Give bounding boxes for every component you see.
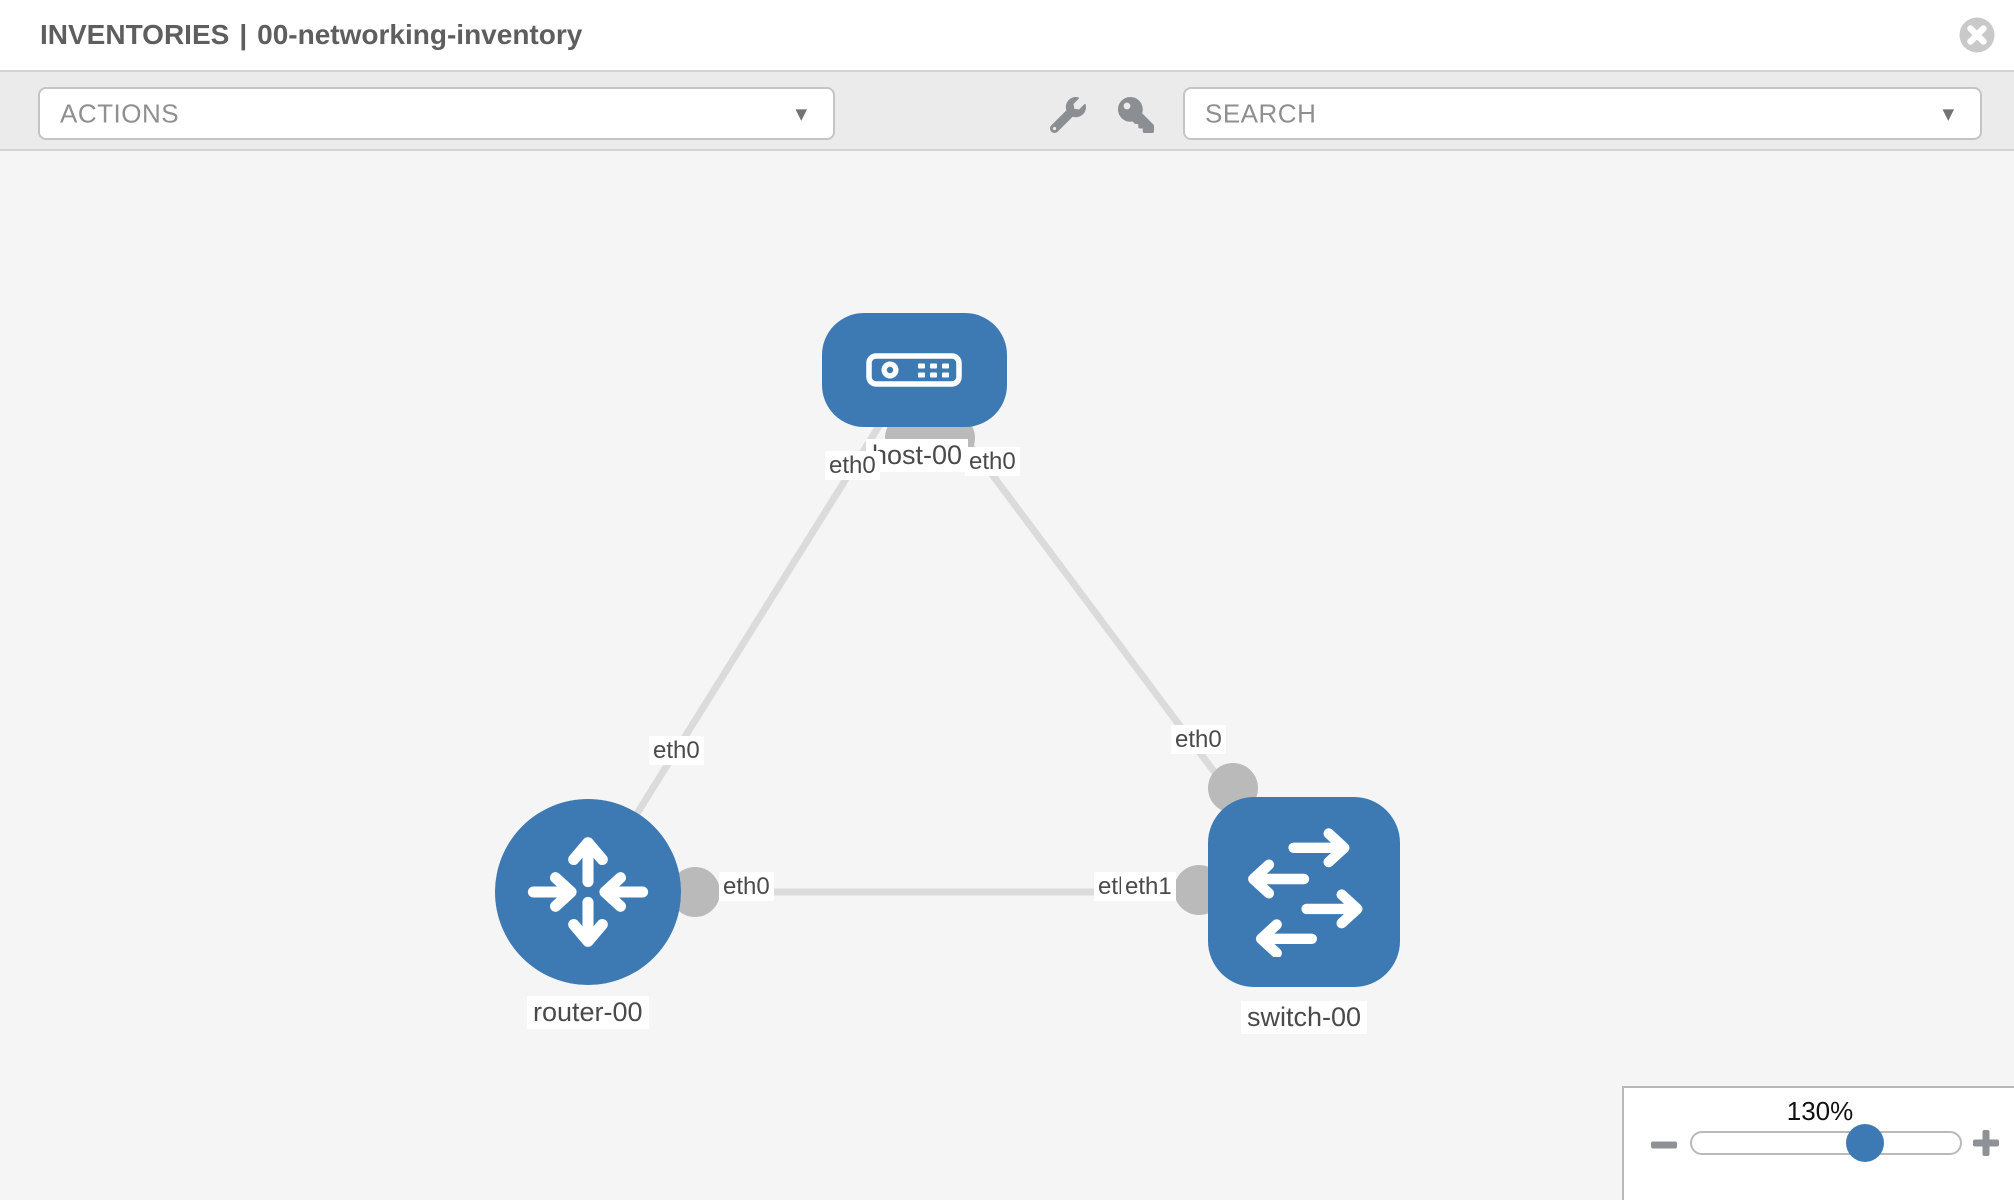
title-separator: |	[239, 19, 248, 50]
zoom-slider-track[interactable]	[1690, 1131, 1962, 1155]
page-title: INVENTORIES | 00-networking-inventory	[40, 19, 582, 51]
key-icon	[1118, 97, 1154, 133]
title-bar: INVENTORIES | 00-networking-inventory	[0, 0, 2014, 72]
interface-label-router-eth0-to-host: eth0	[649, 736, 704, 765]
close-button[interactable]	[1958, 16, 1996, 54]
topology-edges-svg	[585, 367, 1307, 917]
topology-canvas[interactable]: host-00 router-00 switch-00 eth0 eth0 et…	[0, 151, 2014, 1200]
interface-label-host-eth0-to-router: eth0	[825, 451, 880, 480]
switch-icon	[1248, 828, 1363, 957]
router-icon	[527, 837, 649, 947]
node-router-00[interactable]	[495, 799, 681, 985]
search-dropdown-label: SEARCH	[1205, 98, 1317, 128]
chevron-down-icon: ▼	[1942, 104, 1954, 123]
zoom-out-button[interactable]	[1650, 1138, 1678, 1149]
zoom-panel: 130%	[1622, 1086, 2014, 1200]
node-label-router-00: router-00	[527, 996, 649, 1029]
wrench-icon	[1049, 97, 1086, 134]
zoom-in-button[interactable]	[1972, 1129, 2000, 1157]
close-icon	[1959, 17, 1995, 53]
host-icon	[866, 353, 962, 387]
node-label-host-00: host-00	[866, 439, 969, 472]
node-host-00[interactable]	[822, 313, 1007, 427]
zoom-value: 130%	[1786, 1096, 1854, 1126]
search-dropdown[interactable]: SEARCH ▼	[1183, 87, 1982, 140]
actions-dropdown-label: ACTIONS	[60, 98, 180, 128]
node-label-switch-00: switch-00	[1241, 1001, 1368, 1034]
tools-button[interactable]	[1049, 97, 1087, 135]
plus-icon	[1973, 1130, 1999, 1156]
interface-label-switch-eth1-to-router: eth1	[1121, 872, 1176, 901]
interface-label-switch-eth0-to-host: eth0	[1171, 725, 1226, 754]
zoom-slider-thumb[interactable]	[1846, 1124, 1884, 1162]
chevron-down-icon: ▼	[795, 104, 807, 123]
breadcrumb-inventories[interactable]: INVENTORIES	[40, 19, 230, 50]
credentials-button[interactable]	[1117, 97, 1155, 135]
inventory-name: 00-networking-inventory	[257, 19, 583, 50]
toolbar: ACTIONS ▼ SEARCH ▼	[0, 72, 2014, 151]
interface-label-router-eth0-to-switch: eth0	[719, 872, 774, 901]
node-switch-00[interactable]	[1208, 797, 1400, 987]
link-endpoint	[670, 867, 720, 917]
actions-dropdown[interactable]: ACTIONS ▼	[38, 87, 835, 140]
minus-icon	[1651, 1141, 1677, 1149]
interface-label-host-eth0-to-switch: eth0	[965, 447, 1020, 476]
